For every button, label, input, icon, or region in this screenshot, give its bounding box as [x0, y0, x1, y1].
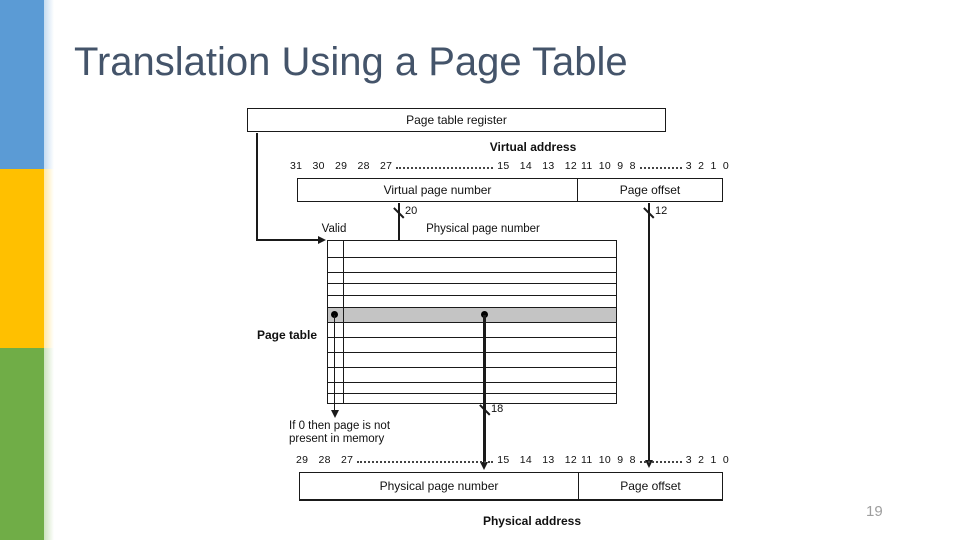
virtual-bit-numbers-left: 31 30 29 28 27 15 14 13 12 [290, 160, 577, 172]
virtual-bit-numbers-right: 11 10 9 8 3 2 1 0 [581, 160, 729, 172]
bits-15-12: 15 14 13 12 [497, 160, 577, 172]
page-table-row [328, 383, 616, 394]
dot-leader [639, 461, 682, 463]
page-table-row-highlighted [328, 308, 616, 323]
virtual-address-label: Virtual address [489, 140, 577, 154]
page-table-rows [328, 241, 616, 405]
page-table-row [328, 338, 616, 353]
page-table-row [328, 323, 616, 338]
bits-29-27: 29 28 27 [296, 454, 354, 466]
page-table [327, 240, 617, 404]
note-line-2: present in memory [289, 433, 385, 445]
physical-address-label: Physical address [482, 514, 582, 528]
page-table-register-box: Page table register [247, 108, 666, 132]
offset-bus-line [648, 203, 650, 462]
page-title: Translation Using a Page Table [74, 40, 628, 84]
valid-column-divider [343, 241, 344, 403]
bits-15-12: 15 14 13 12 [497, 454, 577, 466]
physical-address-box: Physical page number Page offset [299, 472, 723, 501]
valid-arrowhead-icon [331, 410, 339, 418]
page-table-label: Page table [257, 328, 318, 342]
bits-11-8: 11 10 9 8 [581, 160, 636, 172]
valid-column-header: Valid [321, 223, 347, 235]
register-line-horizontal [256, 239, 318, 241]
virtual-page-offset-field: Page offset [619, 183, 681, 197]
dot-leader [639, 167, 682, 169]
bits-11-8: 11 10 9 8 [581, 454, 636, 466]
accent-bar-yellow [0, 169, 54, 348]
ppn-column-header: Physical page number [426, 223, 540, 235]
physical-bit-numbers-right: 11 10 9 8 3 2 1 0 [581, 454, 729, 466]
ppn-arrowhead-icon [480, 462, 488, 470]
sidebar-accent-bar [0, 0, 54, 540]
ppn-entry-dot [481, 311, 488, 318]
bits-31-27: 31 30 29 28 27 [290, 160, 393, 172]
physical-page-offset-field: Page offset [620, 479, 681, 493]
physical-bit-numbers-left: 29 28 27 15 14 13 12 [296, 454, 577, 466]
page-table-row [328, 241, 616, 258]
register-arrowhead-icon [318, 236, 326, 244]
page-number: 19 [866, 503, 883, 520]
page-table-row [328, 258, 616, 273]
offset-arrowhead-icon [645, 460, 653, 468]
page-table-row [328, 273, 616, 284]
valid-zero-note: If 0 then page is not present in memory [289, 420, 390, 446]
page-table-register-label: Page table register [406, 113, 507, 127]
accent-bar-blue [0, 0, 54, 169]
vpn-bus-width-label: 20 [405, 205, 418, 217]
register-line-vertical [256, 133, 258, 239]
page-table-row [328, 394, 616, 405]
dot-leader [396, 167, 494, 169]
page-table-row [328, 353, 616, 368]
note-line-1: If 0 then page is not [289, 420, 391, 432]
virtual-page-number-field: Virtual page number [298, 179, 578, 201]
valid-bit-dot [331, 311, 338, 318]
page-table-row [328, 284, 616, 296]
valid-line [334, 315, 336, 412]
dot-leader [357, 461, 494, 463]
page-table-row [328, 368, 616, 383]
physical-page-number-field: Physical page number [300, 473, 579, 499]
offset-bus-width-label: 12 [655, 205, 668, 217]
ppn-bus-line [483, 315, 486, 464]
accent-bar-green [0, 348, 54, 540]
page-table-row [328, 296, 616, 308]
bits-3-0: 3 2 1 0 [685, 160, 729, 172]
bits-3-0: 3 2 1 0 [685, 454, 729, 466]
ppn-bus-width-label: 18 [491, 403, 504, 415]
virtual-address-box: Virtual page number Page offset [297, 178, 723, 202]
